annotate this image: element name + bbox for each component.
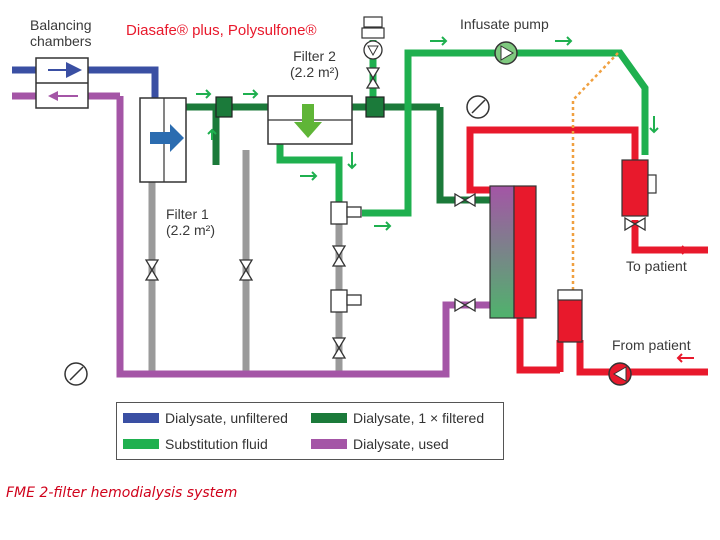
- balancing-chambers-label: Balancing chambers: [30, 17, 92, 49]
- balancing-chambers: [35, 57, 89, 109]
- to-patient-label: To patient: [626, 258, 687, 274]
- valve-block-1: [215, 96, 233, 118]
- legend-item: Dialysate, 1 × filtered: [311, 408, 484, 428]
- legend-label: Dialysate, 1 × filtered: [353, 410, 485, 426]
- legend-label: Dialysate, used: [353, 436, 449, 452]
- legend-item: Substitution fluid: [123, 434, 268, 454]
- legend: Dialysate, unfiltered Dialysate, 1 × fil…: [116, 402, 504, 460]
- pressure-gauge-top: [466, 95, 490, 119]
- legend-item: Dialysate, unfiltered: [123, 408, 288, 428]
- legend-swatch: [311, 413, 347, 423]
- legend-swatch: [123, 413, 159, 423]
- dialyzer: [489, 185, 537, 319]
- diagram-title: Diasafe® plus, Polysulfone®: [126, 22, 317, 39]
- blood-pump-icon: [608, 362, 632, 386]
- legend-label: Substitution fluid: [165, 436, 268, 452]
- air-detector: [621, 159, 657, 217]
- infusate-dotted-line: [571, 52, 619, 290]
- filter-1-label: Filter 1 (2.2 m²): [166, 206, 215, 238]
- flow-arrows: [196, 36, 694, 363]
- gray-valves: [144, 67, 381, 359]
- hemodialysis-diagram: [12, 16, 708, 386]
- t-connectors: [330, 201, 362, 313]
- infusate-pump-label: Infusate pump: [460, 16, 549, 32]
- legend-label: Dialysate, unfiltered: [165, 410, 288, 426]
- figure-caption: FME 2-filter hemodialysis system: [6, 485, 238, 501]
- filter-1: [139, 97, 187, 183]
- filter-2-label: Filter 2 (2.2 m²): [290, 48, 339, 80]
- legend-swatch: [311, 439, 347, 449]
- dialyzer-valves: [454, 192, 646, 313]
- drip-chamber: [557, 289, 583, 343]
- used-dialysate-line: [12, 92, 490, 378]
- from-patient-label: From patient: [612, 337, 691, 353]
- substitution-port-icon: [361, 16, 385, 60]
- infusate-pump-icon: [494, 41, 518, 65]
- filter-2: [267, 95, 353, 145]
- pressure-gauge-left: [64, 362, 88, 386]
- legend-swatch: [123, 439, 159, 449]
- valve-block-2: [365, 96, 385, 118]
- diagram-canvas: [12, 16, 708, 386]
- legend-item: Dialysate, used: [311, 434, 449, 454]
